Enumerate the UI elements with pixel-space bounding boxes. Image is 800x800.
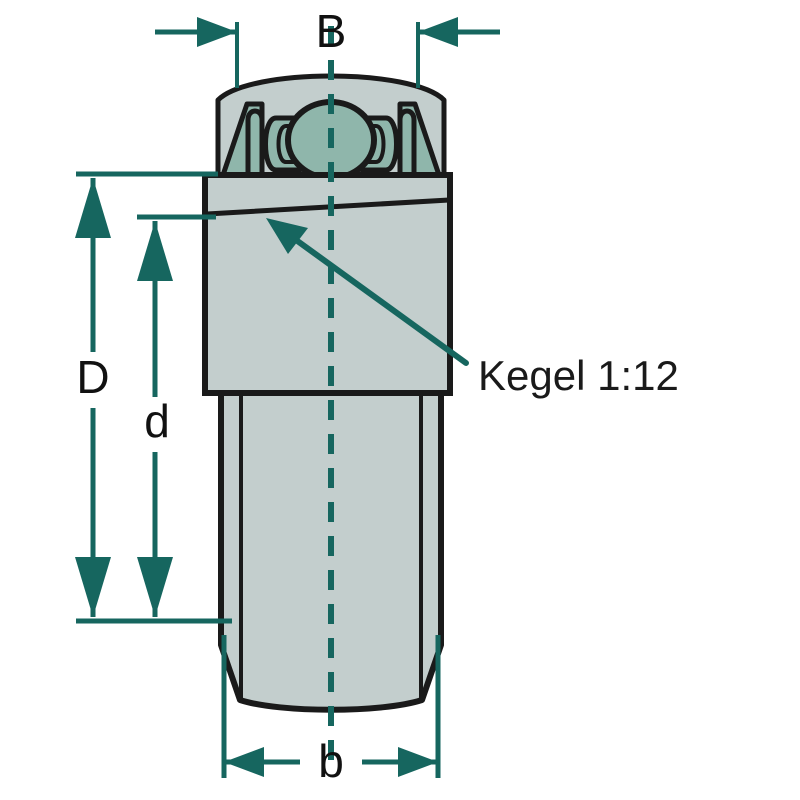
dimension-B: B [155, 5, 500, 88]
adapter-sleeve [202, 172, 453, 396]
taper-leader-arrowhead [266, 218, 308, 254]
dimension-label-B: B [316, 5, 347, 57]
dimension-d: d [137, 214, 232, 624]
taper-leader-line [282, 229, 469, 366]
right-cage-pin [397, 108, 417, 178]
dimension-label-D: D [76, 351, 109, 403]
B-left-arrowhead [197, 17, 237, 47]
D-top-arrowhead [75, 178, 111, 238]
d-top-arrowhead [137, 221, 173, 281]
dimension-label-d: d [144, 395, 170, 447]
dimension-D: D [75, 171, 232, 624]
b-right-arrowhead [398, 747, 438, 777]
left-cage-pin [245, 108, 265, 178]
d-bottom-arrowhead [137, 557, 173, 617]
cage-pin-group [245, 108, 417, 178]
B-right-arrowhead [418, 17, 458, 47]
dimension-label-b: b [318, 735, 344, 787]
b-left-arrowhead [224, 747, 264, 777]
dimension-b: b [221, 635, 441, 787]
taper-note-label: Kegel 1:12 [478, 352, 679, 399]
taper-note-leader: Kegel 1:12 [266, 218, 679, 399]
D-bottom-arrowhead [75, 557, 111, 617]
